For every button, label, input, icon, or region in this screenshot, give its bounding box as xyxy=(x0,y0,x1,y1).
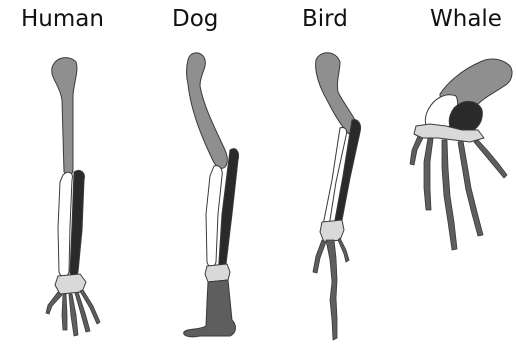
dog-carpals xyxy=(205,264,230,282)
dog-leg xyxy=(184,53,239,337)
whale-flipper xyxy=(410,59,512,250)
dog-humerus xyxy=(187,53,228,168)
bird-phalanges xyxy=(313,238,349,340)
whale-phalanges xyxy=(410,136,507,250)
human-phalanges xyxy=(46,290,100,336)
human-humerus xyxy=(52,58,77,176)
human-arm xyxy=(46,58,100,336)
dog-phalanges xyxy=(184,280,236,337)
bird-wing xyxy=(313,53,361,340)
